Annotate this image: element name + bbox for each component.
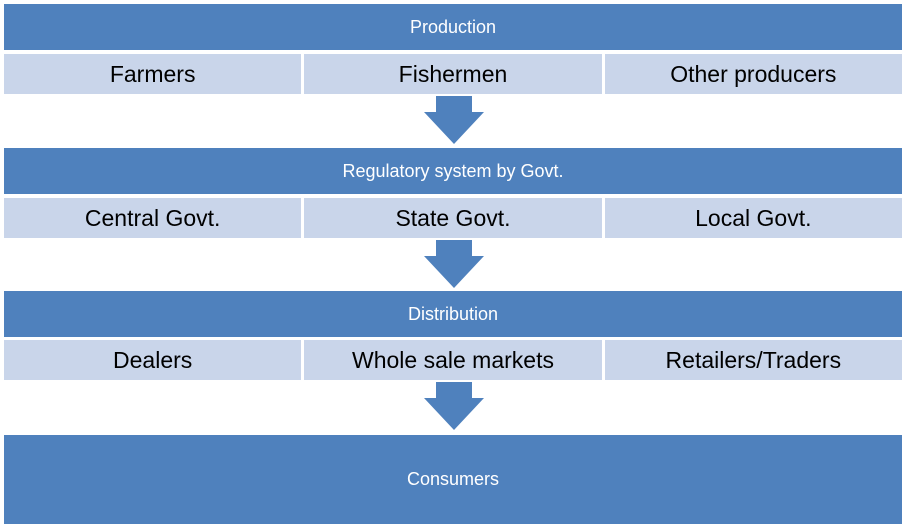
down-arrow-icon: [424, 96, 484, 144]
stage-title: Distribution: [407, 303, 499, 324]
stage-title: Consumers: [406, 469, 500, 489]
arrow-shape: [424, 96, 484, 144]
item-wholesale-markets: Whole sale markets: [304, 340, 602, 380]
stage-items-production: Farmers Fishermen Other producers: [4, 54, 902, 94]
down-arrow-icon: [424, 240, 484, 288]
item-farmers: Farmers: [4, 54, 302, 94]
stage-items-distribution: Dealers Whole sale markets Retailers/Tra…: [4, 340, 902, 380]
item-dealers: Dealers: [4, 340, 302, 380]
item-retailers-traders: Retailers/Traders: [604, 340, 902, 380]
stage-header-distribution: Distribution: [4, 291, 902, 337]
arrow-shape: [424, 240, 484, 288]
arrow-shape: [424, 382, 484, 430]
stage-items-regulatory: Central Govt. State Govt. Local Govt.: [4, 198, 902, 238]
item-fishermen: Fishermen: [304, 54, 602, 94]
down-arrow-icon: [424, 382, 484, 430]
stage-header-production: Production: [4, 4, 902, 50]
stage-title: Production: [409, 16, 497, 37]
item-central-govt: Central Govt.: [4, 198, 302, 238]
stage-header-consumers: Consumers: [4, 435, 902, 524]
stage-title: Regulatory system by Govt.: [342, 160, 564, 181]
stage-header-regulatory: Regulatory system by Govt.: [4, 148, 902, 194]
item-other-producers: Other producers: [604, 54, 902, 94]
item-state-govt: State Govt.: [304, 198, 602, 238]
item-local-govt: Local Govt.: [604, 198, 902, 238]
